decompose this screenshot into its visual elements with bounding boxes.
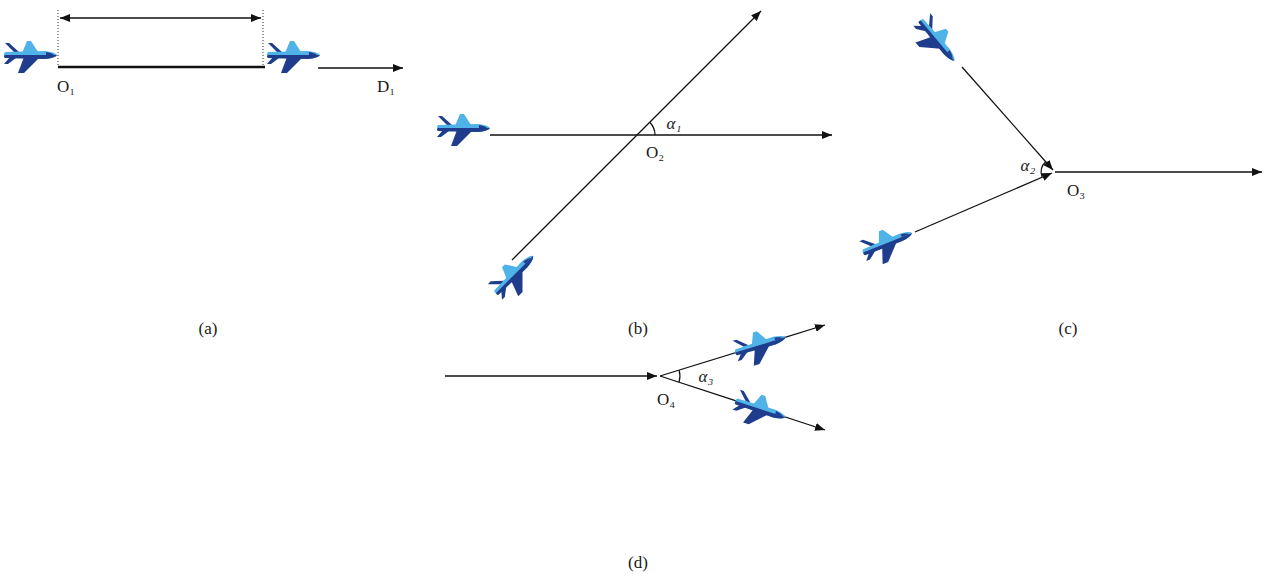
point-label: D₁ xyxy=(377,78,395,95)
point-label: O₂ xyxy=(646,144,664,161)
panel-label: (d) xyxy=(628,554,648,571)
flight-path xyxy=(445,375,657,376)
dotted-guide xyxy=(58,10,59,66)
flight-path xyxy=(318,67,403,69)
angle-label: α₂ xyxy=(1021,157,1036,174)
aircraft-icon xyxy=(437,114,490,146)
angle-label: α₃ xyxy=(699,368,714,385)
point-label: O₄ xyxy=(657,391,675,408)
angle-arc xyxy=(650,122,655,135)
aircraft-icon xyxy=(731,324,791,370)
panel-label: (c) xyxy=(1059,320,1078,337)
point-label: O₃ xyxy=(1067,182,1085,199)
flight-path xyxy=(490,134,832,135)
angle-label: α₁ xyxy=(667,115,682,132)
dotted-guide xyxy=(263,10,264,66)
flight-path xyxy=(915,173,1052,232)
angle-arc xyxy=(1041,162,1046,178)
panel-label: (a) xyxy=(199,320,218,337)
flight-path xyxy=(58,66,265,69)
aircraft-icon xyxy=(858,220,919,270)
aircraft-icon xyxy=(486,246,546,306)
flight-path xyxy=(1055,171,1262,172)
panel-label: (b) xyxy=(628,320,648,337)
flight-path xyxy=(512,11,761,260)
distance-arrow xyxy=(60,17,261,19)
aircraft-icon xyxy=(906,11,965,72)
point-label: O₁ xyxy=(57,78,75,95)
angle-arc xyxy=(678,370,680,382)
aircraft-icon xyxy=(730,388,790,435)
aircraft-icon xyxy=(4,41,57,73)
aircraft-icon xyxy=(267,41,320,73)
flight-path xyxy=(962,67,1053,170)
